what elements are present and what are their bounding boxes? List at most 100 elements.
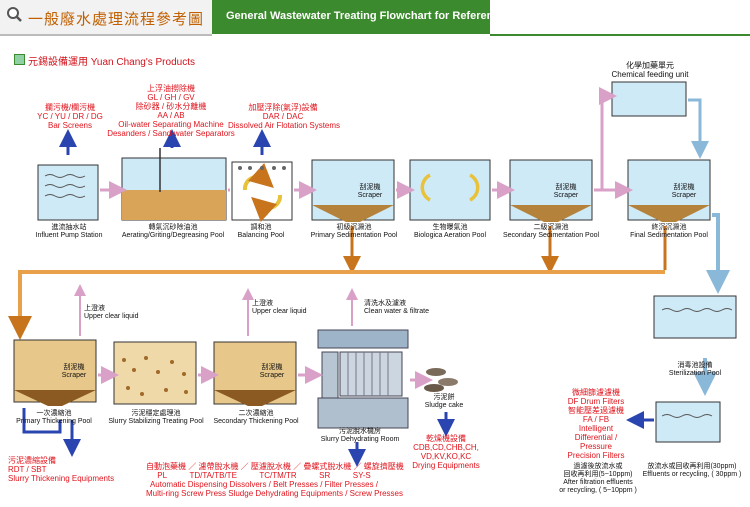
dehydrating-en: Slurry Dehydrating Room: [320, 436, 400, 443]
primary-zh: 初級沉澱池: [336, 224, 372, 231]
secondary-thick-caption: 二次濃縮池 Secondary Thickening Pool: [206, 410, 306, 426]
header-title-bar: [212, 0, 490, 34]
aeration-caption: 生物曝氣池 Biologica Aeration Pool: [404, 224, 496, 240]
stabilizing-tank: [113, 341, 197, 405]
oil-separator-zh: 上浮油撈除機: [147, 84, 195, 93]
secondary-thick-en: Secondary Thickening Pool: [213, 418, 299, 425]
filters-zh1: 微細篩濾濾機: [572, 388, 620, 397]
chemical-zh: 化學加藥單元: [626, 61, 674, 70]
drying-en: Drying Equipments: [412, 461, 480, 470]
final-zh: 終沉沉澱池: [651, 224, 687, 231]
upper-clear-1-zh: 上澄液: [84, 305, 105, 312]
primary-en: Primary Sedimentation Pool: [310, 232, 398, 239]
secondary-thick-tank: [213, 341, 297, 406]
dehydrating-zh: 污泥脫水機房: [339, 428, 381, 435]
magnifier-icon: [7, 7, 22, 22]
dewatering-en2: Multi-ring Screw Press Sludge Dehydratin…: [146, 489, 403, 498]
primary-sed-tank: [311, 159, 395, 222]
upper-clear-2-zh: 上澄液: [252, 300, 273, 307]
cake-zh: 污泥餅: [433, 394, 455, 401]
sterilization-caption: 消毒池設備 Sterilization Pool: [650, 362, 740, 378]
thickening-product-codes: RDT / SBT: [8, 465, 47, 474]
influent-caption: 進流抽水站 Influent Pump Station: [24, 224, 114, 240]
final-caption: 終沉沉澱池 Final Sedimentation Pool: [616, 224, 722, 240]
aeration-zh: 生物曝氣池: [432, 224, 468, 231]
oil-separator-en1: Oil-water Separating Machine: [118, 120, 224, 129]
bar-screens-zh: 攔污機/欄污機: [44, 103, 96, 112]
balancing-tank: [231, 161, 293, 222]
primary-caption: 初級沉澱池 Primary Sedimentation Pool: [300, 224, 408, 240]
sterilization-tank: [653, 295, 737, 339]
dewatering-zh: 自動泡藥機 ／ 濾帶脫水機 ／ 壓濾脫水機 ／ 疊螺式脫水機 ／ 螺旋擠壓機: [146, 462, 404, 471]
chemical-unit-label: 化學加藥單元 Chemical feeding unit: [600, 61, 700, 79]
thickening-zh: 一次濃縮池: [36, 410, 72, 417]
filters-en2: Intelligent: [578, 424, 614, 433]
dewatering-code-pl: PL: [157, 471, 168, 480]
thickening-scraper-en: Scraper: [61, 372, 87, 379]
header-right-panel: [490, 0, 750, 36]
after-filter-zh1: 過濾後放流水或: [573, 463, 623, 470]
primary-scraper: 刮泥機 Scraper: [352, 184, 388, 200]
thickening-product-zh: 污泥濃縮設備: [8, 456, 56, 465]
effluent-zh: 放流水或回收再利用(30ppm): [647, 463, 737, 470]
aeration-en: Biologica Aeration Pool: [414, 232, 486, 239]
aerating-en: Aerating/Griting/Degreasing Pool: [121, 232, 225, 239]
upper-clear-2-en: Upper clear liquid: [252, 308, 307, 315]
influent-tank: [37, 164, 99, 221]
legend-label: 元錫設備運用 Yuan Chang's Products: [28, 57, 195, 68]
aerating-tank: [121, 148, 227, 221]
stabilizing-zh: 污泥穩定處理池: [131, 410, 181, 417]
dewatering-code-td: TD/TA/TB/TE: [189, 471, 237, 480]
filters-en1: DF Drum Filters: [567, 397, 625, 406]
thickening-product-en: Slurry Thickening Equipments: [8, 474, 115, 483]
secondary-thick-zh: 二次濃縮池: [238, 410, 274, 417]
drying-zh: 乾燥機設備: [426, 434, 466, 443]
influent-en: Influent Pump Station: [35, 232, 103, 239]
secondary-scraper: 刮泥機 Scraper: [548, 184, 584, 200]
influent-zh: 進流抽水站: [51, 224, 87, 231]
secondary-scraper-en: Scraper: [553, 192, 579, 199]
sterilization-en: Sterilization Pool: [668, 370, 722, 377]
bar-screens-en: Bar Screens: [47, 121, 93, 130]
effluent-caption: 放流水或回收再利用(30ppm) Effluents or recycling,…: [636, 463, 748, 479]
balancing-zh: 調和池: [250, 224, 272, 231]
thickening-scraper-zh: 刮泥機: [63, 364, 85, 371]
filters-en5: Precision Filters: [567, 451, 625, 460]
filters-en4: Pressure: [579, 442, 612, 451]
final-sed-tank: [627, 159, 711, 222]
drying-product: 乾燥機設備 CDB,CD,CHB,CH, VD,KV,KO,KC Drying …: [408, 434, 484, 470]
dewatering-code-sr: SR: [319, 471, 331, 480]
filtrate-en: Clean water & filtrate: [364, 308, 429, 315]
balancing-en: Balancing Pool: [237, 232, 285, 239]
filters-codes: FA / FB: [582, 415, 610, 424]
drying-codes: CDB,CD,CHB,CH,: [413, 443, 479, 452]
daf-en: Dissolved Air Flotation Systems: [228, 121, 341, 130]
effluent-tank: [655, 401, 721, 443]
balancing-caption: 調和池 Balancing Pool: [226, 224, 296, 240]
cake-caption: 污泥餅 Sludge cake: [416, 394, 472, 410]
bar-screens-product: 攔污機/欄污機 YC / YU / DR / DG Bar Screens: [30, 103, 110, 130]
primary-scraper-zh: 刮泥機: [359, 184, 381, 191]
upper-clear-1: 上澄液 Upper clear liquid: [84, 305, 144, 321]
dehydrating-caption: 污泥脫水機房 Slurry Dehydrating Room: [310, 428, 410, 444]
oil-separator-en2: Desanders / Sand-water Separators: [107, 129, 235, 138]
aerating-caption: 轉氣沉砂除油池 Aerating/Griting/Degreasing Pool: [108, 224, 238, 240]
thickening-product: 污泥濃縮設備 RDT / SBT Slurry Thickening Equip…: [8, 456, 118, 483]
primary-scraper-en: Scraper: [357, 192, 383, 199]
secondary-zh: 二級沉澱池: [533, 224, 569, 231]
page-title-zh: 一般廢水處理流程參考圖: [28, 11, 205, 28]
after-filter-en1: After filtration effluents: [563, 479, 633, 486]
secondary-scraper-zh: 刮泥機: [555, 184, 577, 191]
thickening-tank: [13, 339, 97, 406]
secondary-caption: 二級沉澱池 Secondary Sedimentation Pool: [492, 224, 610, 240]
final-scraper-zh: 刮泥機: [673, 184, 695, 191]
filtrate-zh: 清洗水及濾液: [364, 300, 406, 307]
sterilization-zh: 消毒池設備: [677, 362, 713, 369]
dewatering-codes: PL TD/TA/TB/TE TC/TM/TR SR SY-S: [146, 471, 382, 480]
filters-zh2: 智能壓差過濾機: [568, 406, 624, 415]
bar-screens-codes: YC / YU / DR / DG: [37, 112, 103, 121]
header-left-panel: [0, 0, 212, 36]
secondary-sed-tank: [509, 159, 593, 222]
